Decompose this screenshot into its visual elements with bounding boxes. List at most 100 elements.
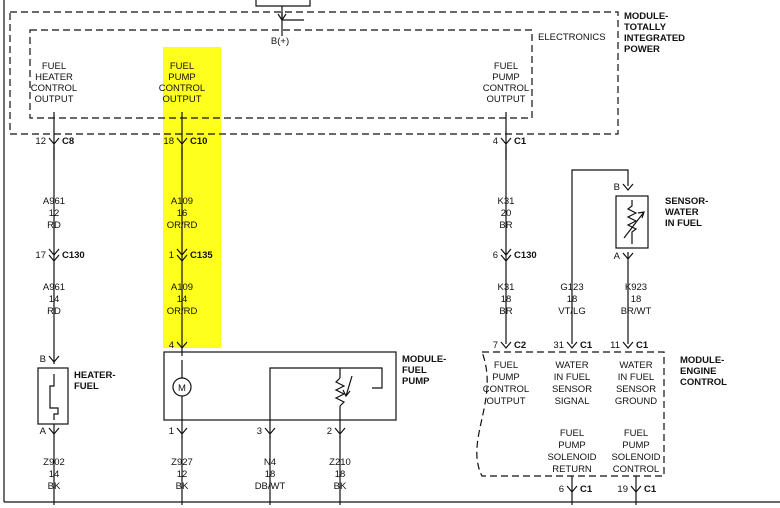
- connector-layer: [48, 137, 642, 493]
- wire-label: K31: [498, 282, 515, 293]
- tipm-module-name: POWER: [624, 44, 660, 55]
- ecm-pin-label: SENSOR: [616, 384, 656, 395]
- connector-symbol: [176, 341, 188, 349]
- connector-pin-label: 6: [559, 484, 564, 495]
- wire-label: 12: [49, 208, 60, 219]
- ecm-pin-label: SOLENOID: [547, 452, 596, 463]
- connector-symbol: [48, 355, 60, 363]
- connector-pin-label: 12: [35, 136, 46, 147]
- connector-pin-label: 11: [610, 340, 620, 351]
- connector-name-label: C1: [580, 484, 593, 495]
- connector-name-label: C10: [190, 136, 207, 147]
- resistor-wiper-arrow: [342, 375, 353, 398]
- circuit-highlight: [163, 47, 221, 348]
- connector-pin-label: 17: [35, 250, 46, 261]
- connector-name-label: C135: [190, 250, 213, 261]
- wire-label: OR/RD: [167, 220, 198, 231]
- connector-name-label: C2: [514, 340, 526, 351]
- heater-fuel-label: HEATER-: [74, 370, 116, 381]
- wire-label: 14: [49, 294, 60, 305]
- connector-symbol: [48, 248, 60, 256]
- connector-pin-label: 19: [617, 484, 628, 495]
- connector-pin-label: 4: [493, 136, 498, 147]
- pump-control-output-right-label: OUTPUT: [486, 94, 525, 105]
- connector-symbol: [622, 252, 634, 260]
- connector-pin-label: 4: [169, 340, 174, 351]
- wire-label: N4: [264, 457, 276, 468]
- connector-name-label: C130: [514, 250, 537, 261]
- connector-name-label: C1: [644, 484, 657, 495]
- wire-label: K923: [625, 282, 647, 293]
- connector-symbol: [566, 341, 578, 349]
- connector-name-label: C8: [62, 136, 74, 147]
- water-sensor-label: WATER: [665, 207, 699, 218]
- heater-control-output-label: OUTPUT: [34, 94, 73, 105]
- fuel-pump-module-name: FUEL: [402, 365, 427, 376]
- connector-pin-label: 1: [169, 250, 174, 261]
- feed-arrow: [277, 12, 304, 22]
- wire-g123: [571, 169, 629, 344]
- battery-feed-label: B(+): [271, 36, 289, 47]
- ecm-pin-label: SENSOR: [552, 384, 592, 395]
- wire-label: 14: [177, 294, 188, 305]
- connector-symbol: [176, 254, 188, 262]
- wire-label: 16: [177, 208, 188, 219]
- wire-label: 14: [49, 469, 60, 480]
- wire-label: A961: [43, 196, 65, 207]
- wire-label: RD: [47, 220, 61, 231]
- ecm-pin-label: GROUND: [615, 396, 657, 407]
- ecm-pin-label: IN FUEL: [618, 372, 654, 383]
- wire-label: Z210: [329, 457, 351, 468]
- heater-fuel-body: [37, 367, 69, 425]
- connector-symbol: [566, 485, 578, 493]
- pump-control-output-right-label: CONTROL: [483, 83, 529, 94]
- water-sensor-arrow: [623, 211, 645, 239]
- wire-label: RD: [47, 306, 61, 317]
- ecm-pin-label: PUMP: [622, 440, 649, 451]
- pump-control-output-label: PUMP: [168, 72, 195, 83]
- connector-pin-label: 31: [553, 340, 564, 351]
- fuel-pump-module-name: PUMP: [402, 376, 430, 387]
- connector-pin-label: 18: [163, 136, 174, 147]
- fuel-pump-module-name: MODULE-: [402, 354, 446, 365]
- connector-name-label: C1: [514, 136, 527, 147]
- pump-control-output-label: FUEL: [170, 61, 194, 72]
- wire-label: 18: [335, 469, 346, 480]
- wire-label: 18: [265, 469, 276, 480]
- motor-label: M: [178, 383, 186, 394]
- connector-pin-label: B: [614, 182, 620, 193]
- tipm-module-name: MODULE-: [624, 11, 668, 22]
- heater-control-output-label: FUEL: [42, 61, 66, 72]
- connector-symbol: [176, 248, 188, 256]
- water-sensor-label: IN FUEL: [665, 218, 702, 229]
- connector-symbol: [622, 183, 634, 191]
- heater-fuel-label: FUEL: [74, 381, 99, 392]
- connector-symbol: [48, 137, 60, 145]
- connector-symbol: [500, 254, 512, 262]
- engine-control-module-name: CONTROL: [680, 377, 727, 388]
- connector-pin-label: A: [614, 251, 621, 262]
- ecm-pin-label: SOLENOID: [611, 452, 660, 463]
- connector-name-label: C1: [580, 340, 593, 351]
- heater-control-output-label: HEATER: [35, 72, 73, 83]
- heater-element-symbol: [49, 374, 59, 420]
- connector-pin-label: A: [40, 426, 47, 437]
- wire-label: A961: [43, 282, 65, 293]
- wire-label: A109: [171, 282, 193, 293]
- pump-control-output-right-label: PUMP: [492, 72, 519, 83]
- connector-pin-label: 1: [169, 426, 174, 437]
- connector-symbol: [622, 341, 634, 349]
- ecm-pin-label: RETURN: [552, 464, 592, 475]
- pump-control-output-right-label: FUEL: [494, 61, 518, 72]
- ecm-pin-label: PUMP: [492, 372, 519, 383]
- connector-symbol: [334, 427, 346, 435]
- ecm-pin-label: CONTROL: [483, 384, 529, 395]
- wire-label: 12: [177, 469, 188, 480]
- connector-name-label: C130: [62, 250, 85, 261]
- heater-control-output-label: CONTROL: [31, 83, 77, 94]
- ecm-pin-label: FUEL: [624, 428, 648, 439]
- connector-symbol: [176, 137, 188, 145]
- ecm-pin-label: OUTPUT: [486, 396, 525, 407]
- ecm-pin-label: WATER: [619, 360, 652, 371]
- connector-pin-label: 7: [493, 340, 498, 351]
